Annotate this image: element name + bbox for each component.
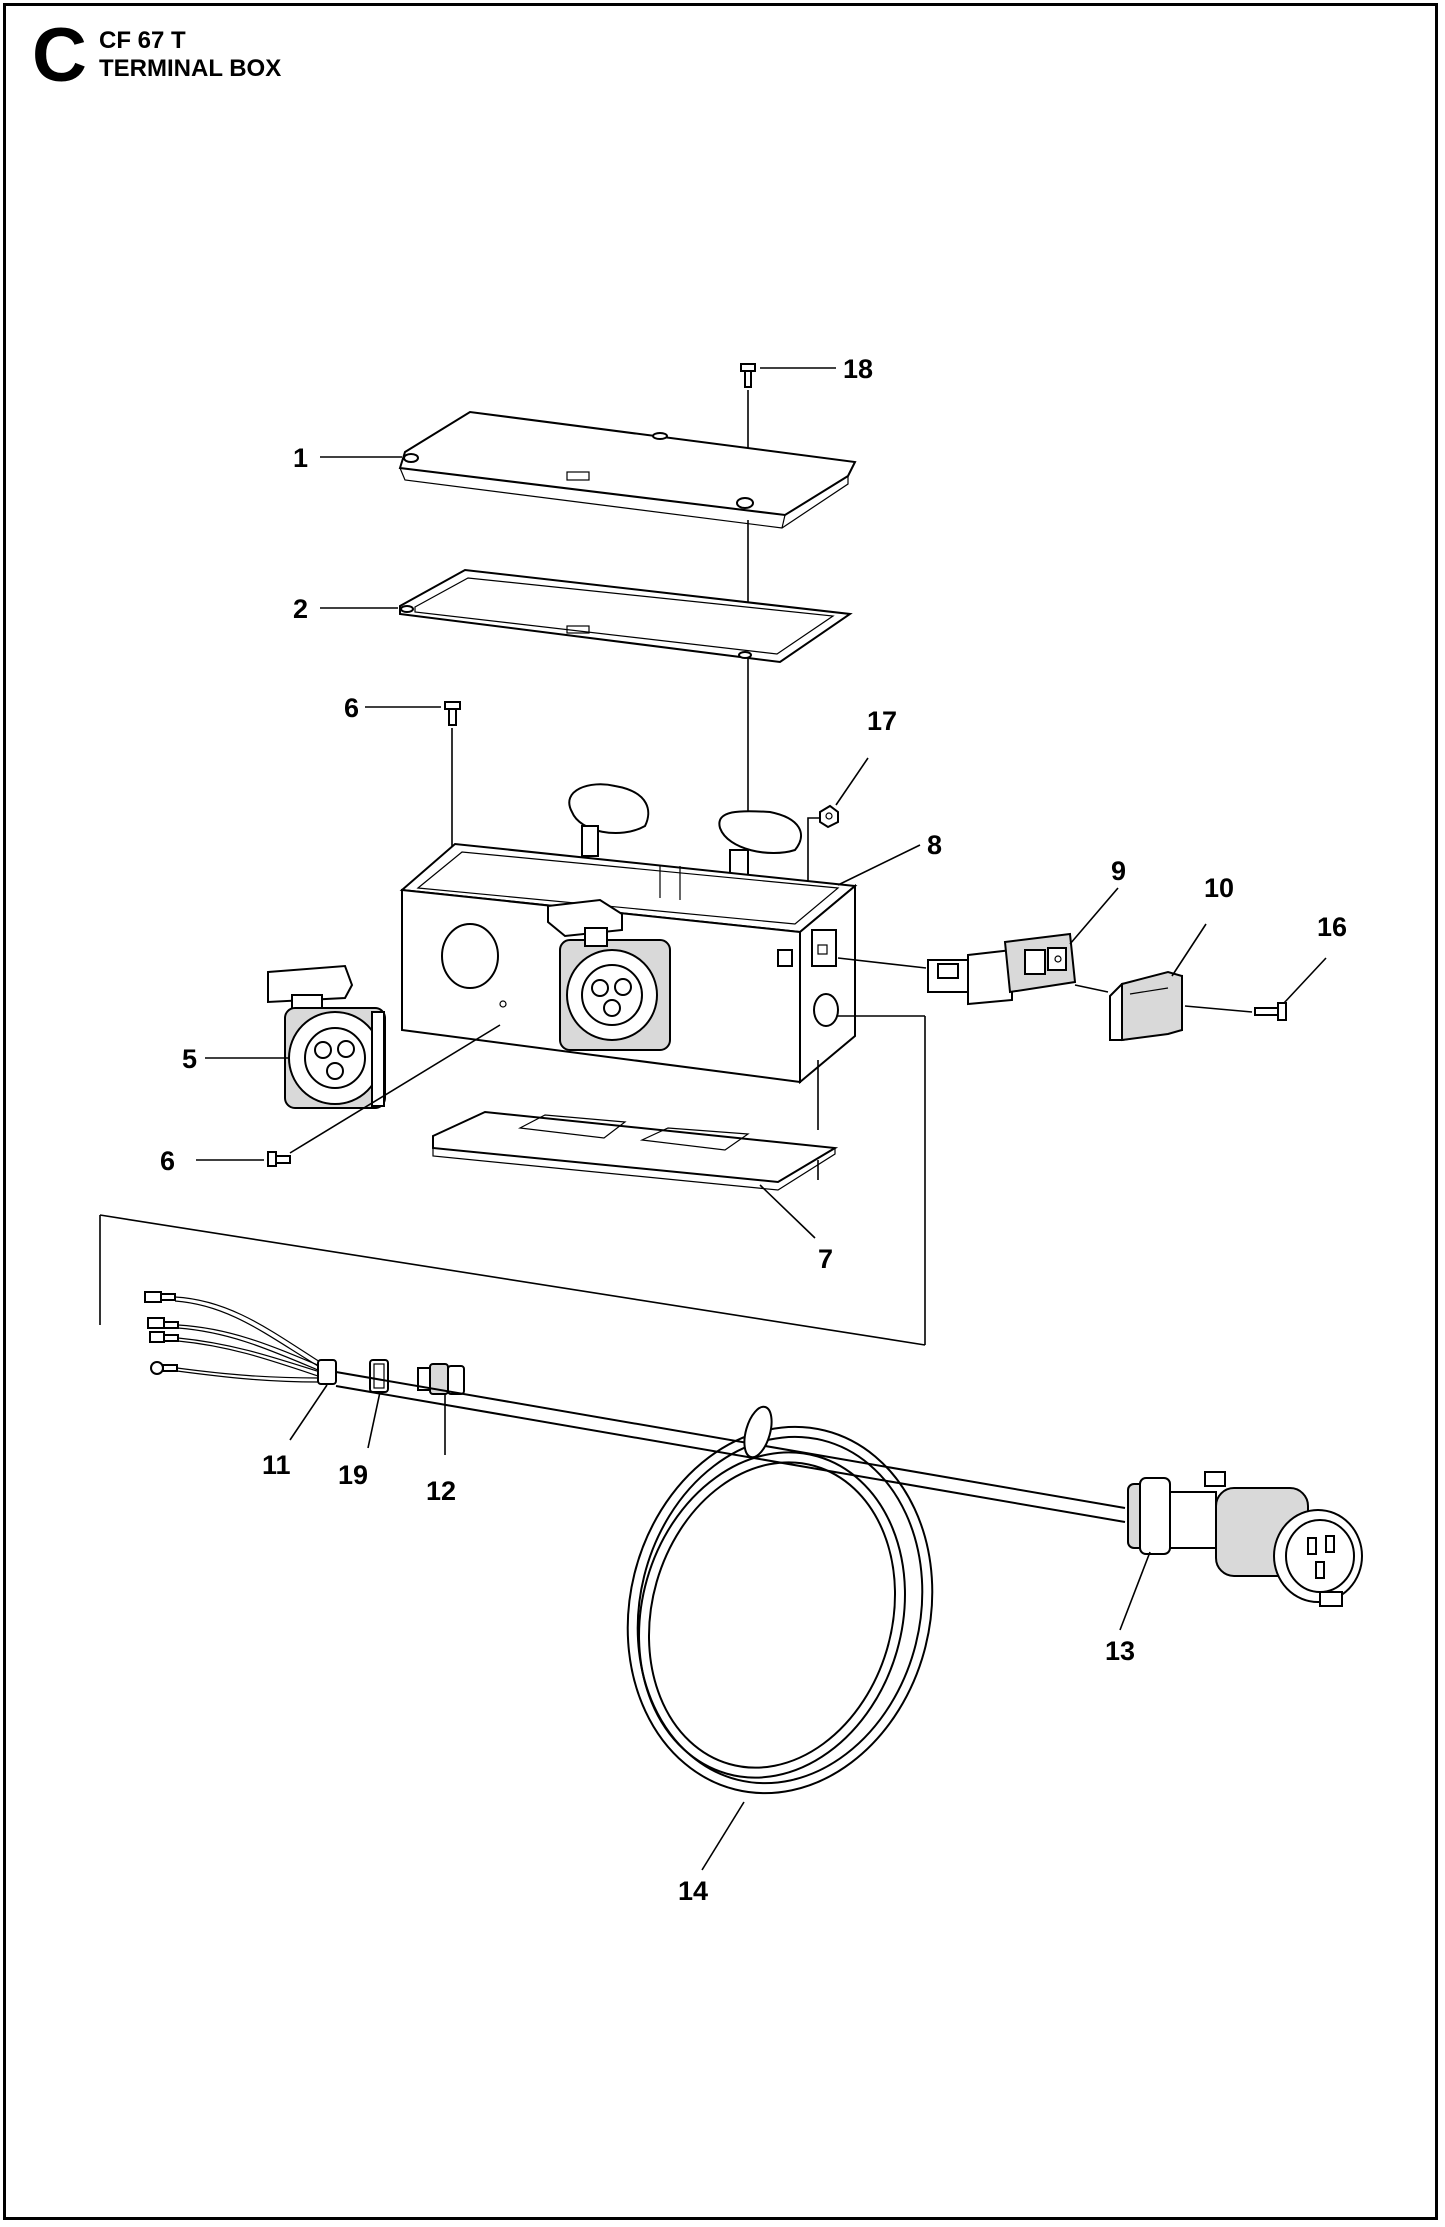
callout-7: 7 (818, 1244, 833, 1274)
nut-17 (819, 804, 839, 829)
axis-17 (807, 817, 820, 905)
leader-10 (1171, 923, 1207, 977)
switch-cover-10 (1109, 970, 1183, 1042)
section-letter: C (32, 13, 87, 98)
callout-16: 16 (1317, 912, 1347, 942)
callout-6-lower: 6 (160, 1146, 175, 1176)
cable-run-top (335, 1371, 1126, 1509)
callout-12: 12 (426, 1476, 456, 1506)
bottom-plate-7 (432, 1110, 839, 1191)
callout-9: 9 (1111, 856, 1126, 886)
switch-9 (927, 932, 1077, 1006)
callout-19: 19 (338, 1460, 368, 1490)
terminal-box-8 (399, 783, 858, 1085)
bracket-diagonal-top (99, 1214, 926, 1346)
leader-19 (367, 1391, 381, 1449)
sleeve-11 (317, 1359, 337, 1385)
leader-9 (1069, 887, 1119, 945)
leader-13 (1119, 1551, 1151, 1631)
model-title: CF 67 T (99, 27, 186, 54)
callout-5: 5 (182, 1044, 197, 1074)
leader-7 (759, 1184, 816, 1239)
axis-10 (1074, 984, 1109, 993)
screw-18 (740, 363, 756, 388)
screw-6-lower (267, 1151, 291, 1167)
leader-11 (289, 1384, 328, 1441)
cable-wires (144, 1291, 321, 1383)
gasket-2 (399, 568, 853, 664)
lid-1 (398, 410, 857, 529)
axis-16 (1184, 1005, 1253, 1013)
assembly-title: TERMINAL BOX (99, 55, 282, 82)
callout-14: 14 (678, 1876, 708, 1906)
callout-8: 8 (927, 830, 942, 860)
callout-6-upper: 6 (344, 693, 359, 723)
plug-13 (1127, 1471, 1363, 1607)
callout-18: 18 (843, 354, 873, 384)
axis-6-lower (289, 1024, 501, 1154)
callout-1: 1 (293, 443, 308, 473)
callout-11: 11 (262, 1450, 291, 1480)
leader-17 (835, 757, 869, 806)
clamp-19 (369, 1359, 389, 1393)
callout-13: 13 (1105, 1636, 1135, 1666)
screw-6-upper (444, 701, 461, 726)
callout-2: 2 (293, 594, 308, 624)
screw-16 (1254, 1002, 1287, 1021)
leader-14 (701, 1801, 745, 1871)
leader-8 (837, 844, 921, 886)
page-frame (3, 3, 1438, 2220)
callout-10: 10 (1204, 873, 1234, 903)
leader-16 (1283, 957, 1327, 1004)
cable-coil-14 (626, 1405, 934, 1795)
axis-9 (837, 957, 927, 969)
cable-gland-12 (417, 1363, 465, 1395)
socket-5 (267, 964, 386, 1109)
callout-17: 17 (867, 706, 897, 736)
